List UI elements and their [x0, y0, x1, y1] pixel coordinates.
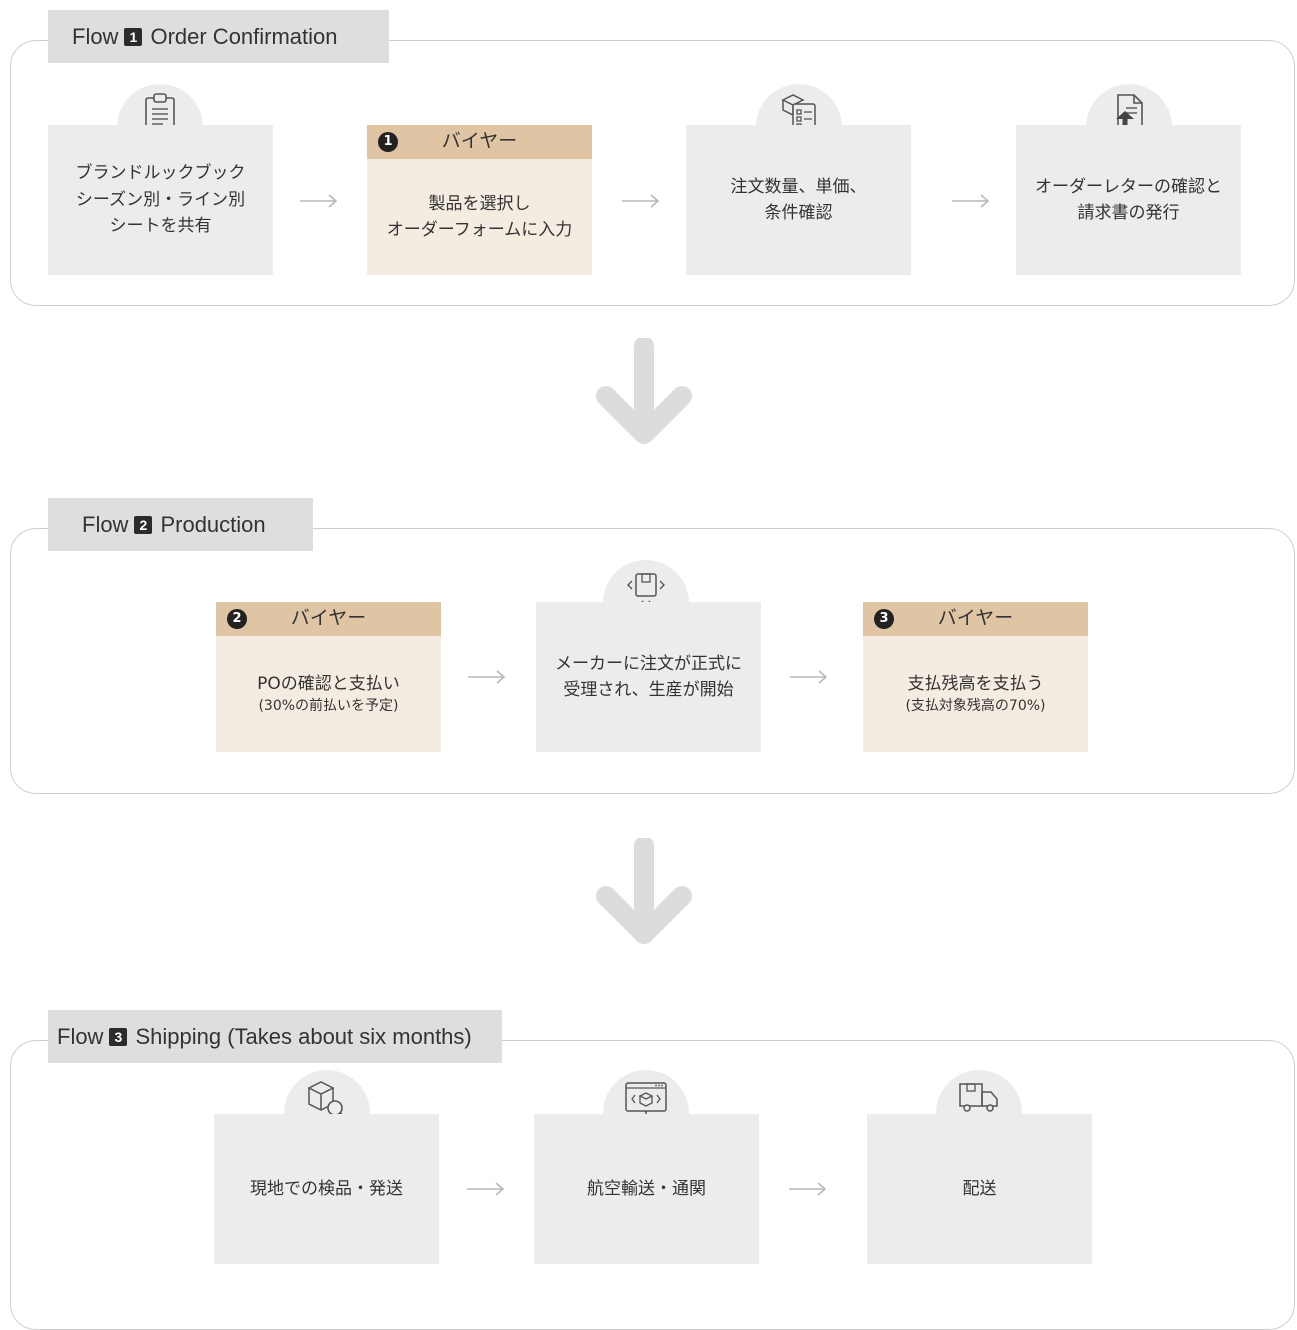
buyer-body: 製品を選択し オーダーフォームに入力 — [367, 159, 592, 275]
flow2-arrow-2 — [790, 670, 828, 684]
buyer-label: バイヤー — [937, 607, 1014, 630]
flow3-title-text: Shipping (Takes about six months) — [135, 1023, 472, 1049]
flow3-step1-card: 現地での検品・発送 — [214, 1114, 439, 1264]
flow2-step1-note: (30%の前払いを予定) — [258, 698, 399, 715]
flow1-step4-line2: 請求書の発行 — [1077, 203, 1180, 223]
flow1-arrow-3 — [952, 194, 990, 208]
flow1-step1-line1: ブランドルックブック — [75, 163, 246, 184]
flow2-step1-line1: POの確認と支払い — [257, 674, 400, 695]
down-arrow-2 — [596, 838, 692, 944]
flow2-step1-buyer-card: 2 バイヤー POの確認と支払い (30%の前払いを予定) — [216, 602, 441, 752]
flow1-step2-line1: 製品を選択し — [428, 193, 531, 214]
buyer-body: 支払残高を支払う (支払対象残高の70%) — [863, 636, 1088, 752]
flow2-panel — [10, 528, 1295, 794]
flow3-step3-line1: 配送 — [962, 1178, 997, 1199]
buyer-header: 2 バイヤー — [216, 602, 441, 636]
buyer-number-badge: 1 — [378, 132, 398, 152]
flow3-step1-line1: 現地での検品・発送 — [250, 1178, 403, 1199]
flow2-number-badge: 2 — [134, 515, 153, 534]
buyer-label: バイヤー — [290, 607, 367, 630]
down-arrow-1 — [596, 338, 692, 444]
flow1-panel — [10, 40, 1295, 306]
flow2-step2-card: メーカーに注文が正式に 受理され、生産が開始 — [536, 602, 761, 752]
flow3-step2-card: 航空輸送・通関 — [534, 1114, 759, 1264]
flow3-number-badge: 3 — [109, 1027, 128, 1046]
flow3-arrow-2 — [789, 1182, 827, 1196]
flow3-step3-card: 配送 — [867, 1114, 1092, 1264]
flow1-step3-line2: 条件確認 — [764, 203, 833, 223]
buyer-number-badge: 2 — [227, 609, 247, 629]
buyer-header: 3 バイヤー — [863, 602, 1088, 636]
flow1-step3-line1: 注文数量、単価、 — [730, 176, 867, 197]
flow2-step3-line1: 支払残高を支払う — [907, 674, 1044, 695]
flow1-step2-line2: オーダーフォームに入力 — [386, 220, 573, 240]
flow1-title: Flow 1 Order Confirmation — [48, 10, 389, 63]
flow2-step3-buyer-card: 3 バイヤー 支払残高を支払う (支払対象残高の70%) — [863, 602, 1088, 752]
flow2-arrow-1 — [468, 670, 506, 684]
flow1-step4-card: オーダーレターの確認と 請求書の発行 — [1016, 125, 1241, 275]
buyer-label: バイヤー — [441, 130, 518, 153]
flow1-arrow-1 — [300, 194, 338, 208]
flow1-arrow-2 — [622, 194, 660, 208]
flow1-title-text: Order Confirmation — [150, 23, 338, 49]
flow1-step3-card: 注文数量、単価、 条件確認 — [686, 125, 911, 275]
flow2-step2-line2: 受理され、生産が開始 — [563, 680, 734, 700]
flow2-title: Flow 2 Production — [48, 498, 313, 551]
flow2-title-text: Production — [160, 511, 266, 537]
flow1-step1-card: ブランドルックブック シーズン別・ライン別 シートを共有 — [48, 125, 273, 275]
flow1-prefix: Flow — [72, 23, 119, 49]
flow1-step1-line3: シートを共有 — [109, 216, 212, 237]
flow3-arrow-1 — [467, 1182, 505, 1196]
flow3-step2-line1: 航空輸送・通関 — [587, 1178, 706, 1199]
flow1-number-badge: 1 — [124, 27, 143, 46]
flow1-step1-line2: シーズン別・ライン別 — [75, 189, 246, 210]
buyer-body: POの確認と支払い (30%の前払いを予定) — [216, 636, 441, 752]
flow2-step2-line1: メーカーに注文が正式に — [555, 653, 742, 674]
buyer-header: 1 バイヤー — [367, 125, 592, 159]
flow2-step3-note: (支払対象残高の70%) — [905, 698, 1046, 715]
flow2-prefix: Flow — [82, 511, 129, 537]
flow3-prefix: Flow — [57, 1023, 104, 1049]
flow1-step4-line1: オーダーレターの確認と — [1035, 176, 1222, 197]
flow3-title: Flow 3 Shipping (Takes about six months) — [48, 1010, 502, 1063]
buyer-number-badge: 3 — [874, 609, 894, 629]
flow1-step2-buyer-card: 1 バイヤー 製品を選択し オーダーフォームに入力 — [367, 125, 592, 275]
